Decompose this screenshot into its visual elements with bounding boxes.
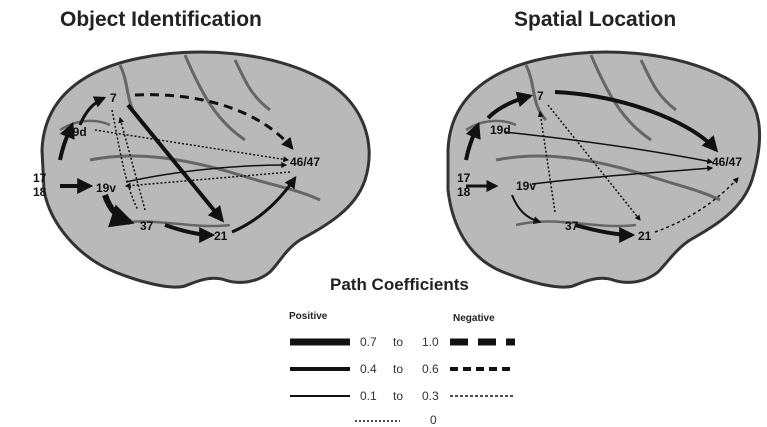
path-21-to-4647 [231, 176, 297, 234]
legend-row2-b: 0.6 [422, 362, 439, 376]
node-17-left: 17 [33, 171, 47, 185]
path-r-19v-to-37 [511, 194, 542, 225]
right-brain-outline [446, 50, 761, 289]
legend-row3-to: to [393, 389, 404, 403]
path-7-to-21 [126, 103, 225, 223]
path-r-21-to-4647 [654, 177, 739, 233]
node-19d-left: 19d [66, 125, 87, 139]
path-r-17-to-19d [464, 122, 481, 161]
node-7-left: 7 [110, 91, 117, 105]
path-19d-to-7 [78, 96, 107, 126]
legend-row1-a: 0.7 [360, 335, 377, 349]
node-21-left: 21 [214, 229, 228, 243]
path-19v-to-4647 [125, 162, 288, 183]
node-4647-right: 46/47 [712, 155, 742, 169]
panel-title-spatial-location: Spatial Location [514, 8, 677, 31]
legend-row3-b: 0.3 [422, 389, 439, 403]
legend-title: Path Coefficients [330, 275, 469, 294]
legend-positive-label: Positive [289, 311, 328, 322]
path-r-19d-to-4647 [504, 131, 714, 165]
left-brain: 7 19d 17 18 19v 37 21 46/47 [33, 50, 371, 289]
node-37-left: 37 [140, 219, 154, 233]
panel-title-object-identification: Object Identification [60, 8, 262, 31]
path-r-37-to-21 [574, 223, 636, 243]
legend-row2-to: to [393, 362, 404, 376]
path-r-19v-to-4647 [531, 165, 714, 185]
node-4647-left: 46/47 [290, 155, 320, 169]
path-19v-to-37 [102, 193, 135, 228]
path-37-to-21 [164, 223, 216, 243]
node-18-right: 18 [457, 185, 471, 199]
legend-swatches [290, 338, 515, 422]
legend-row1-to: to [393, 335, 404, 349]
legend-negative-label: Negative [453, 313, 495, 324]
legend-row4-zero: 0 [430, 413, 437, 427]
path-7-to-4647 [134, 93, 294, 150]
legend-row3-a: 0.1 [360, 389, 377, 403]
legend-row2-a: 0.4 [360, 362, 377, 376]
path-r-19d-to-7 [486, 91, 534, 120]
node-37-right: 37 [565, 219, 579, 233]
path-r-37-to-7 [537, 110, 556, 213]
path-4647-to-19v [124, 171, 291, 189]
node-19d-right: 19d [490, 123, 511, 137]
node-21-right: 21 [638, 229, 652, 243]
node-7-right: 7 [537, 89, 544, 103]
path-7-to-37 [111, 109, 139, 211]
legend-row1-b: 1.0 [422, 335, 439, 349]
path-r-7-to-21 [547, 104, 641, 221]
node-18-left: 18 [33, 185, 47, 199]
right-brain: 7 19d 17 18 19v 37 21 46/47 [446, 50, 761, 289]
node-17-right: 17 [457, 171, 471, 185]
path-r-7-to-4647 [554, 90, 719, 153]
path-19d-to-4647 [94, 129, 290, 163]
node-19v-right: 19v [516, 179, 536, 193]
path-17-to-19d [58, 122, 75, 161]
node-19v-left: 19v [96, 181, 116, 195]
